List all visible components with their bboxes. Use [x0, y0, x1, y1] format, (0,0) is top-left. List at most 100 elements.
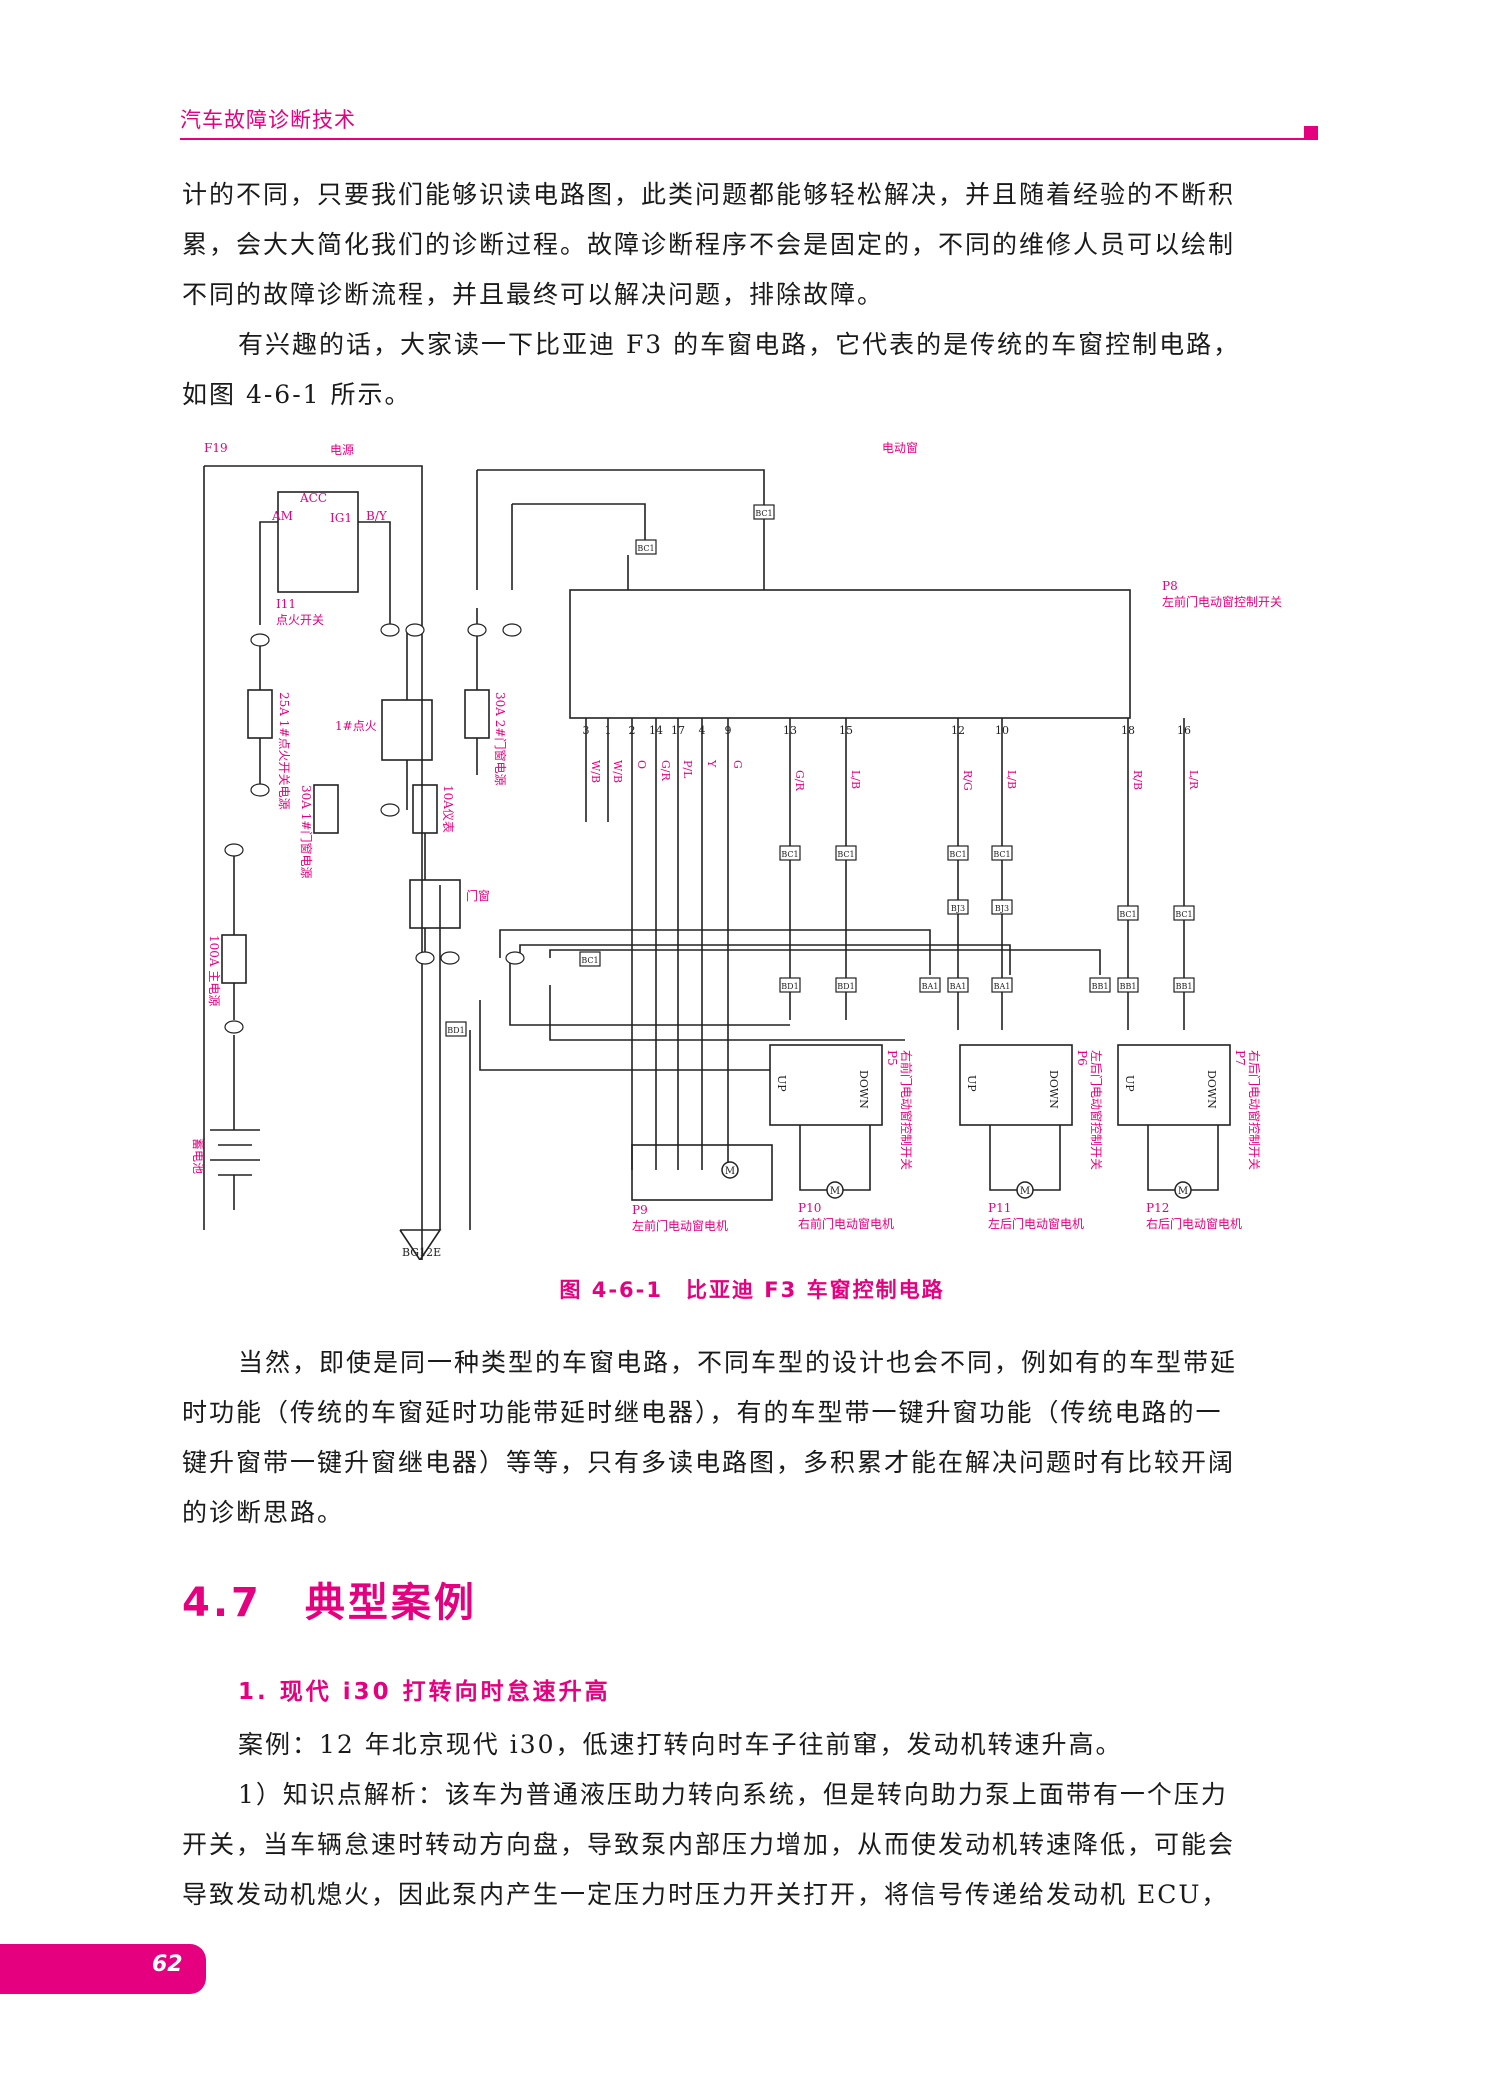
connector-label: BB1: [1092, 982, 1109, 991]
svg-text:M: M: [1178, 1186, 1188, 1197]
p8-pin: 15: [839, 724, 853, 737]
p8-pin: 3: [583, 724, 590, 737]
wire-color: R/B: [1131, 770, 1144, 790]
label-by: B/Y: [366, 509, 388, 523]
label-fuse-30a-1: 30A 1#门窗电源: [299, 785, 314, 878]
wire-color: O: [635, 760, 648, 769]
text-line: 不同的故障诊断流程，并且最终可以解决问题，排除故障。: [182, 280, 885, 309]
label-power: 电源: [330, 443, 354, 457]
label-power-window: 电动窗: [882, 441, 918, 455]
connector-label: BJ3: [951, 904, 965, 913]
header-square-mark: [1304, 126, 1318, 140]
connector-label: BC1: [581, 956, 598, 965]
text-line: 开关，当车辆怠速时转动方向盘，导致泵内部压力增加，从而使发动机转速降低，可能会: [182, 1830, 1236, 1859]
page-number: 62: [152, 1952, 183, 1977]
p8-pin: 10: [995, 724, 1009, 737]
connector-label: BD1: [837, 982, 854, 991]
wire-color: L/B: [1005, 770, 1018, 789]
p8-pin: 9: [725, 724, 732, 737]
text-line: 有兴趣的话，大家读一下比亚迪 F3 的车窗电路，它代表的是传统的车窗控制电路，: [238, 330, 1241, 359]
label-p12: P12: [1146, 1201, 1169, 1215]
running-header: 汽车故障诊断技术: [180, 108, 356, 132]
label-p6-name: 左后门电动窗控制开关: [1089, 1050, 1104, 1170]
circuit-diagram: M M M M F19: [191, 441, 1282, 1260]
wire-color: W/B: [611, 760, 624, 783]
paragraph-1: 计的不同，只要我们能够识读电路图，此类问题都能够轻松解决，并且随着经验的不断积 …: [182, 170, 1318, 320]
p8-pin: 13: [783, 724, 797, 737]
label-p5-name: 右前门电动窗控制开关: [899, 1050, 914, 1170]
connector-label: BC1: [781, 850, 798, 859]
label-fuse-30a-2: 30A 2#门窗电源: [493, 692, 508, 785]
label-door-window: 门窗: [466, 888, 490, 903]
subsection-title: 1. 现代 i30 打转向时怠速升高: [238, 1679, 611, 1705]
label-p10-name: 右前门电动窗电机: [798, 1216, 894, 1231]
label-p10: P10: [798, 1201, 821, 1215]
connector-label: BB1: [1176, 982, 1193, 991]
text-line: 1）知识点解析：该车为普通液压助力转向系统，但是转向助力泵上面带有一个压力: [238, 1780, 1228, 1809]
p8-pin: 4: [699, 724, 706, 737]
p8-pin: 18: [1121, 724, 1135, 737]
page-number-tab: [0, 1944, 206, 1994]
wire-color: W/B: [589, 760, 602, 783]
label-down-p5: DOWN: [857, 1070, 870, 1109]
connector-label: BC1: [837, 850, 854, 859]
connector-label: BA1: [994, 982, 1011, 991]
connector-label: BC1: [1175, 910, 1192, 919]
text-line: 如图 4-6-1 所示。: [182, 380, 412, 409]
connector-label: BD1: [781, 982, 798, 991]
label-ignition-switch: 点火开关: [276, 613, 324, 627]
label-up-p5: UP: [775, 1075, 788, 1092]
p8-pin: 2: [629, 724, 636, 737]
label-am: AM: [271, 509, 293, 523]
label-down-p6: DOWN: [1047, 1070, 1060, 1109]
connector-label: BB1: [1120, 982, 1137, 991]
connector-label: BC1: [637, 544, 654, 553]
wire-color: G/R: [659, 760, 672, 781]
wire-color: Y: [705, 759, 718, 768]
label-ig1: IG1: [330, 511, 352, 525]
svg-text:M: M: [1020, 1186, 1030, 1197]
connector-label: BJ3: [995, 904, 1009, 913]
label-p11: P11: [988, 1201, 1011, 1215]
label-f19: F19: [204, 441, 228, 455]
label-fuse-10a: 10A仪表: [441, 785, 455, 833]
paragraph-3: 当然，即使是同一种类型的车窗电路，不同车型的设计也会不同，例如有的车型带延 时功…: [182, 1338, 1318, 1538]
wire-color: P/L: [681, 760, 694, 779]
label-p7: P7: [1233, 1050, 1247, 1066]
label-p8-name: 左前门电动窗控制开关: [1162, 594, 1282, 609]
connector-label: BA1: [922, 982, 939, 991]
text-line: 当然，即使是同一种类型的车窗电路，不同车型的设计也会不同，例如有的车型带延: [238, 1348, 1238, 1377]
label-p9: P9: [632, 1203, 648, 1217]
p8-pin: 1: [605, 724, 612, 737]
text-line: 累，会大大简化我们的诊断过程。故障诊断程序不会是固定的，不同的维修人员可以绘制: [182, 230, 1236, 259]
text-line: 导致发动机熄火，因此泵内产生一定压力时压力开关打开，将信号传递给发动机 ECU，: [182, 1880, 1229, 1909]
label-acc: ACC: [299, 491, 327, 505]
text-line: 时功能（传统的车窗延时功能带延时继电器），有的车型带一键升窗功能（传统电路的一: [182, 1398, 1223, 1427]
connector-label: BC1: [949, 850, 966, 859]
text-line: 案例：12 年北京现代 i30，低速打转向时车子往前窜，发动机转速升高。: [238, 1730, 1123, 1759]
figure-caption: 图 4-6-1 比亚迪 F3 车窗控制电路: [559, 1278, 945, 1302]
svg-text:M: M: [830, 1186, 840, 1197]
wire-color: G/R: [793, 770, 806, 791]
wire-color: L/B: [849, 770, 862, 789]
label-up-p6: UP: [965, 1075, 978, 1092]
label-p8: P8: [1162, 579, 1178, 593]
connector-label: BA1: [950, 982, 967, 991]
wire-color: L/R: [1187, 770, 1200, 790]
section-title: 4.7 典型案例: [182, 1580, 477, 1626]
label-p6: P6: [1075, 1050, 1089, 1066]
connector-label: BC1: [1119, 910, 1136, 919]
label-ground: BG12E: [402, 1246, 441, 1259]
paragraph-5: 1）知识点解析：该车为普通液压助力转向系统，但是转向助力泵上面带有一个压力 开关…: [182, 1770, 1318, 1920]
p8-pin: 12: [951, 724, 965, 737]
label-i11: I11: [276, 597, 296, 611]
connector-label: BC1: [993, 850, 1010, 859]
label-down-p7: DOWN: [1205, 1070, 1218, 1109]
label-p9-name: 左前门电动窗电机: [632, 1218, 728, 1233]
label-p7-name: 右后门电动窗控制开关: [1247, 1050, 1262, 1170]
svg-text:M: M: [725, 1166, 735, 1177]
label-p11-name: 左后门电动窗电机: [988, 1216, 1084, 1231]
connector-label: BC1: [755, 509, 772, 518]
label-relay1: 1#点火: [335, 719, 377, 733]
wire-color: G: [731, 760, 744, 769]
